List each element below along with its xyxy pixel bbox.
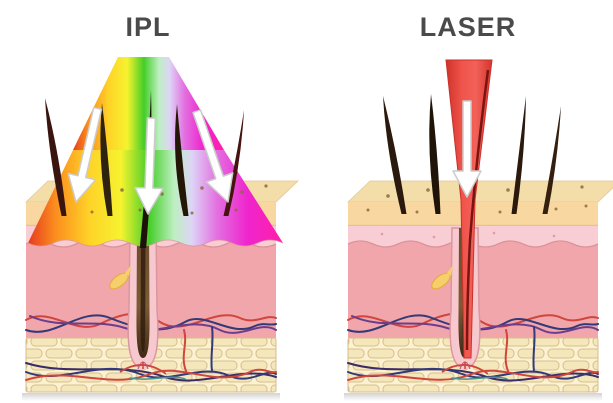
hairs-ipl xyxy=(45,90,244,248)
ipl-light-cone xyxy=(27,57,284,247)
skin-pores xyxy=(76,184,268,215)
hair-icon xyxy=(175,104,189,216)
ipl-panel xyxy=(21,57,299,402)
hair-in-beam xyxy=(465,69,490,351)
laser-beam xyxy=(445,59,493,359)
hair-icon xyxy=(383,96,407,214)
ipl-title: IPL xyxy=(125,12,171,42)
laser-panel xyxy=(343,59,613,402)
hairs-laser xyxy=(383,94,561,214)
laser-title: LASER xyxy=(419,12,517,42)
skin-block-laser xyxy=(343,180,613,402)
hair-icon xyxy=(511,96,526,214)
hair-icon xyxy=(45,98,67,216)
hair-icon xyxy=(100,103,113,216)
hair-icon xyxy=(429,94,441,214)
